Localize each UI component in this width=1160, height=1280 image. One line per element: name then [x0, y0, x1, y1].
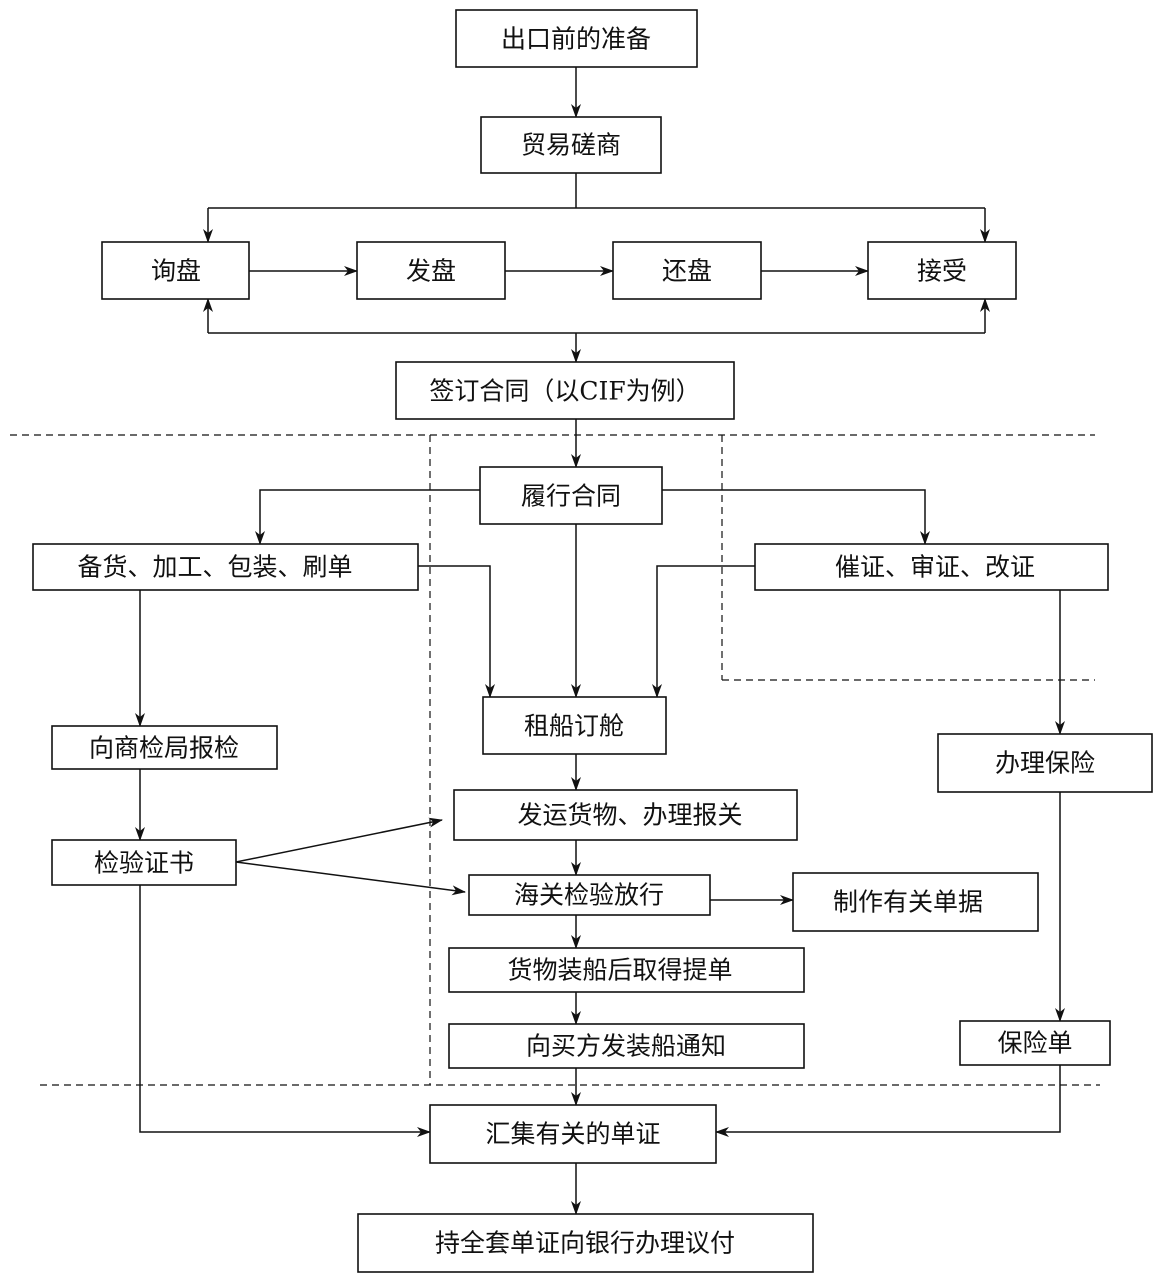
node-label: 发运货物、办理报关 [517, 801, 742, 830]
arrow [235, 861, 466, 896]
node-label: 检验证书 [94, 849, 194, 878]
node-label: 接受 [917, 257, 967, 286]
node-customs-release: 海关检验放行 [468, 874, 711, 916]
node-make-docs: 制作有关单据 [792, 872, 1039, 932]
node-collect-docs: 汇集有关的单证 [429, 1104, 717, 1164]
node-inspection-cert: 检验证书 [51, 839, 237, 886]
node-label: 贸易磋商 [521, 131, 621, 160]
node-label: 询盘 [151, 257, 201, 286]
node-bill-of-lading: 货物装船后取得提单 [448, 947, 805, 993]
arrow [418, 565, 495, 698]
arrow [255, 489, 480, 545]
node-insurance: 办理保险 [937, 733, 1153, 793]
node-inquiry: 询盘 [101, 241, 250, 300]
node-inspection-apply: 向商检局报检 [51, 725, 278, 770]
node-counter-offer: 还盘 [612, 241, 762, 300]
node-label: 汇集有关的单证 [485, 1120, 660, 1149]
node-label: 催证、审证、改证 [835, 553, 1035, 582]
connectors [135, 67, 1065, 1215]
node-label: 还盘 [662, 257, 712, 286]
node-sign-contract: 签订合同（以CIF为例） [395, 361, 735, 420]
node-label: 货物装船后取得提单 [507, 956, 732, 985]
node-label: 签订合同（以CIF为例） [429, 377, 700, 406]
node-negotiation: 贸易磋商 [480, 116, 662, 174]
node-offer: 发盘 [356, 241, 506, 300]
node-ship-customs: 发运货物、办理报关 [453, 789, 798, 841]
node-label: 发盘 [406, 257, 456, 286]
arrow [652, 565, 755, 698]
dashed-boundaries [10, 434, 1100, 1086]
node-label: 海关检验放行 [514, 881, 664, 910]
arrow [662, 489, 930, 545]
arrow [139, 885, 431, 1137]
node-label: 保险单 [997, 1029, 1072, 1058]
arrow [715, 1065, 1061, 1137]
node-shipping-notice: 向买方发装船通知 [448, 1023, 805, 1069]
node-perform-contract: 履行合同 [479, 466, 663, 525]
node-label: 向商检局报检 [89, 734, 239, 763]
node-label: 出口前的准备 [501, 25, 651, 54]
node-label: 向买方发装船通知 [526, 1032, 726, 1061]
arrow [235, 817, 443, 863]
node-bank-negotiation: 持全套单证向银行办理议付 [357, 1213, 814, 1273]
node-label: 制作有关单据 [833, 888, 983, 917]
node-label: 租船订舱 [524, 712, 624, 741]
node-insurance-policy: 保险单 [959, 1020, 1111, 1066]
node-acceptance: 接受 [867, 241, 1017, 300]
node-charter-ship: 租船订舱 [482, 696, 667, 755]
node-prepare-goods: 备货、加工、包装、刷单 [32, 543, 419, 591]
node-label: 备货、加工、包装、刷单 [77, 553, 352, 582]
node-label: 履行合同 [521, 482, 621, 511]
node-label: 持全套单证向银行办理议付 [435, 1229, 735, 1258]
node-prep: 出口前的准备 [455, 9, 698, 68]
node-label: 办理保险 [995, 749, 1095, 778]
node-lc-handling: 催证、审证、改证 [754, 543, 1109, 591]
